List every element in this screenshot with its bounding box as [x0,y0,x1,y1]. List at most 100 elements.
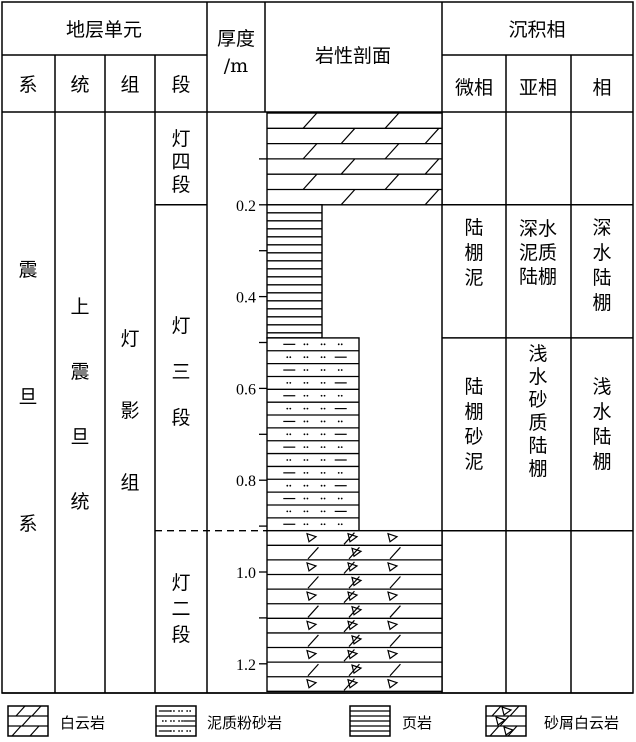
silt-dot [178,710,180,712]
silt-dot [306,471,309,474]
lithology-dolomite [266,112,443,206]
sand-grain-mark [351,605,363,616]
table-header: 地层单元 厚度 /m 岩性剖面 沉积相 系 统 组 段 微相 亚相 相 [18,19,611,99]
silt-dot [306,420,309,423]
subfacies-label: 陆 [528,435,547,457]
header-subfacies: 亚相 [519,77,557,99]
silt-dot [320,484,323,487]
silt-dot [320,523,323,526]
silt-dot [306,484,309,487]
silt-dot [323,471,326,474]
dolomite-slash [389,546,401,560]
header-strat-unit: 地层单元 [66,19,142,41]
sand-grain-mark [306,561,318,572]
sand-grain-mark [351,547,363,558]
silt-dot [286,510,289,513]
subfacies-label: 质 [528,412,547,434]
dolomite-slash [302,143,318,160]
subfacies-label: 水 [528,366,547,388]
sand-grain-mark [306,591,318,602]
silt-dot [323,510,326,513]
silt-dot [303,356,306,359]
silt-dot [289,381,292,384]
dolomite-slash [343,532,355,545]
legend: 白云岩 泥质粉砂岩 页岩 砂屑白云岩 [2,692,633,737]
header-lithology: 岩性剖面 [315,45,391,67]
silt-dot [340,523,343,526]
silt-dot [320,407,323,410]
dolomite-slash [348,546,360,560]
silt-dot [289,459,292,461]
dolomite-slash [11,725,22,737]
silt-dot [286,433,289,436]
silt-dot [170,710,172,712]
depth-tick-label: 0.4 [236,290,256,307]
silt-dot [286,381,289,384]
legend-swatch-dolomite [7,705,49,737]
silt-dot [286,459,289,461]
silt-dot [181,730,183,732]
dolomite-slash [384,143,400,160]
silt-dot [306,459,309,461]
dolomite-slash [348,605,360,618]
header-member: 段 [171,74,190,96]
silt-dot [161,720,164,722]
silt-dot [303,459,306,461]
subfacies-label: 泥质 [519,242,557,264]
silt-dot [303,394,306,397]
dolomite-slash [389,576,401,589]
silt-dot [340,420,343,423]
subfacies-label: 砂 [528,389,547,411]
silt-dot [320,394,323,397]
silt-dot [189,710,192,712]
silt-dot [286,356,289,359]
silt-dot [323,484,326,487]
dolomite-slash [307,634,319,647]
dolomite-slash [389,634,401,647]
silt-dot [323,343,326,346]
silt-dot [340,343,343,346]
dolomite-slash [307,605,319,618]
silt-dot [320,343,323,346]
silt-dot [320,459,323,461]
silt-dot [320,446,323,449]
sand-grain-mark [351,635,363,645]
silt-dot [189,730,192,732]
silt-dot [340,471,343,474]
depth-tick-label: 1.2 [236,657,256,674]
dolomite-slash [509,705,520,717]
silt-dot [303,420,306,423]
dolomite-slash [348,663,360,677]
silt-dot [340,369,343,371]
silt-dot [173,730,175,732]
dolomite-slash [302,173,318,190]
dolomite-slash [307,576,319,589]
legend-label: 白云岩 [60,714,105,732]
silt-dot [337,497,340,500]
legend-item-shale: 页岩 [349,705,432,737]
silt-dot [323,523,326,526]
sand-grain-mark [306,532,318,543]
silt-dot [337,394,340,397]
silt-dot [170,730,172,732]
legend-label: 砂屑白云岩 [544,714,619,732]
legend-item-siltstone: 泥质粉砂岩 [155,705,282,737]
silt-dot [323,369,326,371]
silt-dot [303,433,306,436]
silt-dot [323,420,326,423]
dolomite-slash [389,605,401,618]
dolomite-slash [340,127,356,145]
silt-dot [286,484,289,487]
silt-dot [306,356,309,359]
lithology-sandy-dolomite [266,529,443,693]
silt-dot [178,720,180,722]
lithology-siltstone [266,337,360,532]
silt-dot [173,720,175,722]
subfacies-label: 陆棚 [519,266,557,288]
sand-grain-mark [306,649,318,660]
dolomite-slash [343,561,355,574]
silt-dot [323,459,326,461]
lithology-shale [266,204,323,339]
silt-dot [337,446,340,449]
